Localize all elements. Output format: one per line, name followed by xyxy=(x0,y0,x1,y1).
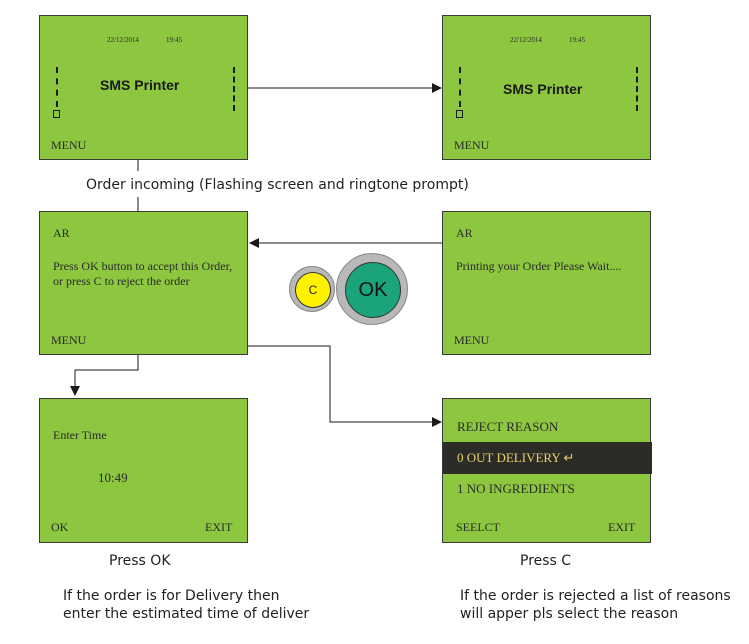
note-reject-line2: will apper pls select the reason xyxy=(460,606,679,622)
menu-softkey[interactable]: MENU xyxy=(51,138,87,152)
select-softkey[interactable]: SEELCT xyxy=(456,520,500,534)
screen-time: 19:45 xyxy=(166,36,182,44)
screen-header: AR xyxy=(53,226,70,240)
exit-softkey[interactable]: EXIT xyxy=(608,520,636,534)
note-reject-line1: If the order is rejected a list of reaso… xyxy=(460,588,731,604)
c-button-label: C xyxy=(308,283,318,297)
ok-button[interactable]: OK xyxy=(336,253,408,325)
signal-bar-left xyxy=(459,67,461,107)
screen-reject-reason: REJECT REASON 0 OUT DELIVERY ↵ 1 NO INGR… xyxy=(442,398,652,543)
note-reject: If the order is rejected a list of reaso… xyxy=(460,587,731,623)
screen-title: SMS Printer xyxy=(503,81,583,97)
selected-reason-row[interactable]: 0 OUT DELIVERY ↵ xyxy=(443,442,652,474)
screen-enter-time: Enter Time 10:49 OK EXIT xyxy=(39,398,248,543)
signal-bar-right xyxy=(233,67,235,111)
menu-softkey[interactable]: MENU xyxy=(454,333,490,347)
caption-order-incoming: Order incoming (Flashing screen and ring… xyxy=(86,177,469,193)
c-button[interactable]: C xyxy=(289,266,335,312)
reason-option-out-delivery: 0 OUT DELIVERY ↵ xyxy=(457,450,575,465)
enter-time-label: Enter Time xyxy=(53,428,107,442)
caption-press-c: Press C xyxy=(520,553,572,569)
arrow-to-reject-reason xyxy=(248,345,442,427)
time-value-field[interactable]: 10:49 xyxy=(98,470,128,485)
signal-bar-right xyxy=(636,67,638,111)
ok-button-face: OK xyxy=(345,262,401,318)
signal-base-icon xyxy=(53,110,60,118)
note-delivery-line1: If the order is for Delivery then xyxy=(63,588,280,604)
signal-bar-left xyxy=(56,67,58,107)
ok-softkey[interactable]: OK xyxy=(51,520,69,534)
screen-idle-right: 22/12/2014 19:45 SMS Printer MENU xyxy=(442,15,651,160)
arrow-to-enter-time xyxy=(70,355,139,396)
screen-date: 22/12/2014 xyxy=(107,36,139,44)
printing-message: Printing your Order Please Wait.... xyxy=(456,259,622,273)
screen-title: SMS Printer xyxy=(100,77,180,93)
screen-accept-order: AR Press OK button to accept this Order,… xyxy=(39,211,248,355)
screen-time: 19:45 xyxy=(569,36,585,44)
caption-press-ok: Press OK xyxy=(109,553,171,569)
screen-printing: AR Printing your Order Please Wait.... M… xyxy=(442,211,651,355)
note-delivery: If the order is for Delivery then enter … xyxy=(63,587,309,623)
menu-softkey[interactable]: MENU xyxy=(51,333,87,347)
c-button-face: C xyxy=(295,272,331,308)
screen-idle-left: 22/12/2014 19:45 SMS Printer MENU xyxy=(39,15,248,160)
reason-option-no-ingredients[interactable]: 1 NO INGREDIENTS xyxy=(457,481,575,496)
note-delivery-line2: enter the estimated time of deliver xyxy=(63,606,310,622)
menu-softkey[interactable]: MENU xyxy=(454,138,490,152)
signal-base-icon xyxy=(456,110,463,118)
ok-button-label: OK xyxy=(358,278,388,301)
exit-softkey[interactable]: EXIT xyxy=(205,520,233,534)
accept-instructions: Press OK button to accept this Order, or… xyxy=(53,259,233,288)
screen-date: 22/12/2014 xyxy=(510,36,542,44)
screen-header: AR xyxy=(456,226,473,240)
reject-reason-title: REJECT REASON xyxy=(457,419,559,434)
